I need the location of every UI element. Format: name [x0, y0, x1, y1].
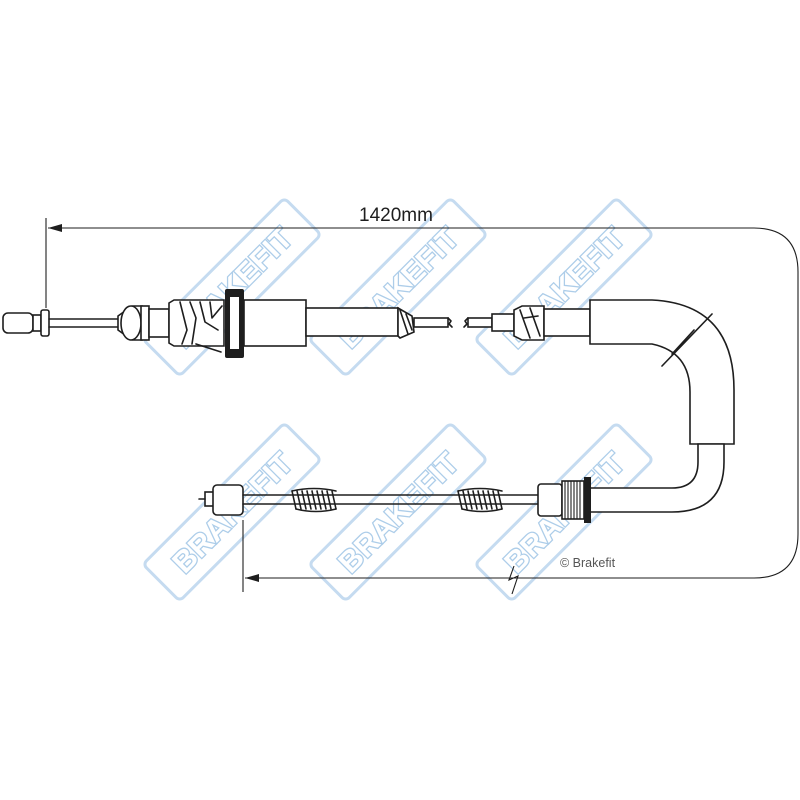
conduit-sheath — [543, 308, 591, 337]
bend-break-mark — [661, 313, 713, 367]
sleeve — [148, 308, 170, 338]
end-collar — [32, 314, 42, 332]
end-nipple — [2, 312, 34, 334]
arrowhead-left — [48, 224, 62, 232]
boot-ring — [140, 305, 150, 341]
break-mark-dimension — [508, 565, 519, 595]
boot-bulge — [120, 305, 142, 341]
upper-conduit — [305, 305, 591, 341]
svg-text:BRAKEFIT: BRAKEFIT — [332, 446, 465, 579]
dimension-label: 1420mm — [359, 205, 433, 226]
left-end-fitting — [2, 309, 119, 337]
cable-break-start — [463, 317, 469, 328]
lower-cable — [198, 477, 591, 523]
watermark-logo: BRAKEFIT — [475, 198, 653, 376]
conduit-spiral — [519, 307, 541, 339]
conduit-sheath — [305, 307, 399, 337]
cable-ferrule — [491, 313, 515, 332]
dimension-path — [48, 227, 799, 579]
abutment-ferrule — [537, 483, 563, 517]
clip-housing — [168, 299, 225, 347]
watermark-logo: BRAKEFIT — [309, 423, 487, 601]
bend-section — [589, 299, 735, 513]
end-flange — [40, 309, 50, 337]
clip-prongs — [179, 301, 223, 353]
inner-cable-stub — [413, 317, 449, 328]
bend-outer-sleeve — [589, 299, 735, 445]
cable-break-end — [447, 317, 453, 328]
conduit-spiral — [399, 309, 413, 335]
end-barrel — [212, 484, 244, 516]
return-spring — [291, 487, 337, 513]
conduit-ferrule — [243, 299, 307, 347]
knurling — [564, 481, 581, 519]
bend-lower-conduit — [589, 443, 725, 513]
abutment-washer — [584, 477, 591, 523]
mounting-plate-hole — [230, 297, 239, 349]
arrowhead-bottom — [245, 574, 259, 582]
copyright-text: © Brakefit — [560, 556, 616, 570]
watermarks: BRAKEFIT BRAKEFIT BRAKEFIT BRAKEFIT BRAK… — [143, 198, 653, 601]
inner-cable-stub — [467, 317, 493, 328]
dimension-line: 1420mm — [45, 205, 799, 595]
adjuster-assembly — [117, 289, 307, 358]
return-spring — [457, 487, 503, 513]
